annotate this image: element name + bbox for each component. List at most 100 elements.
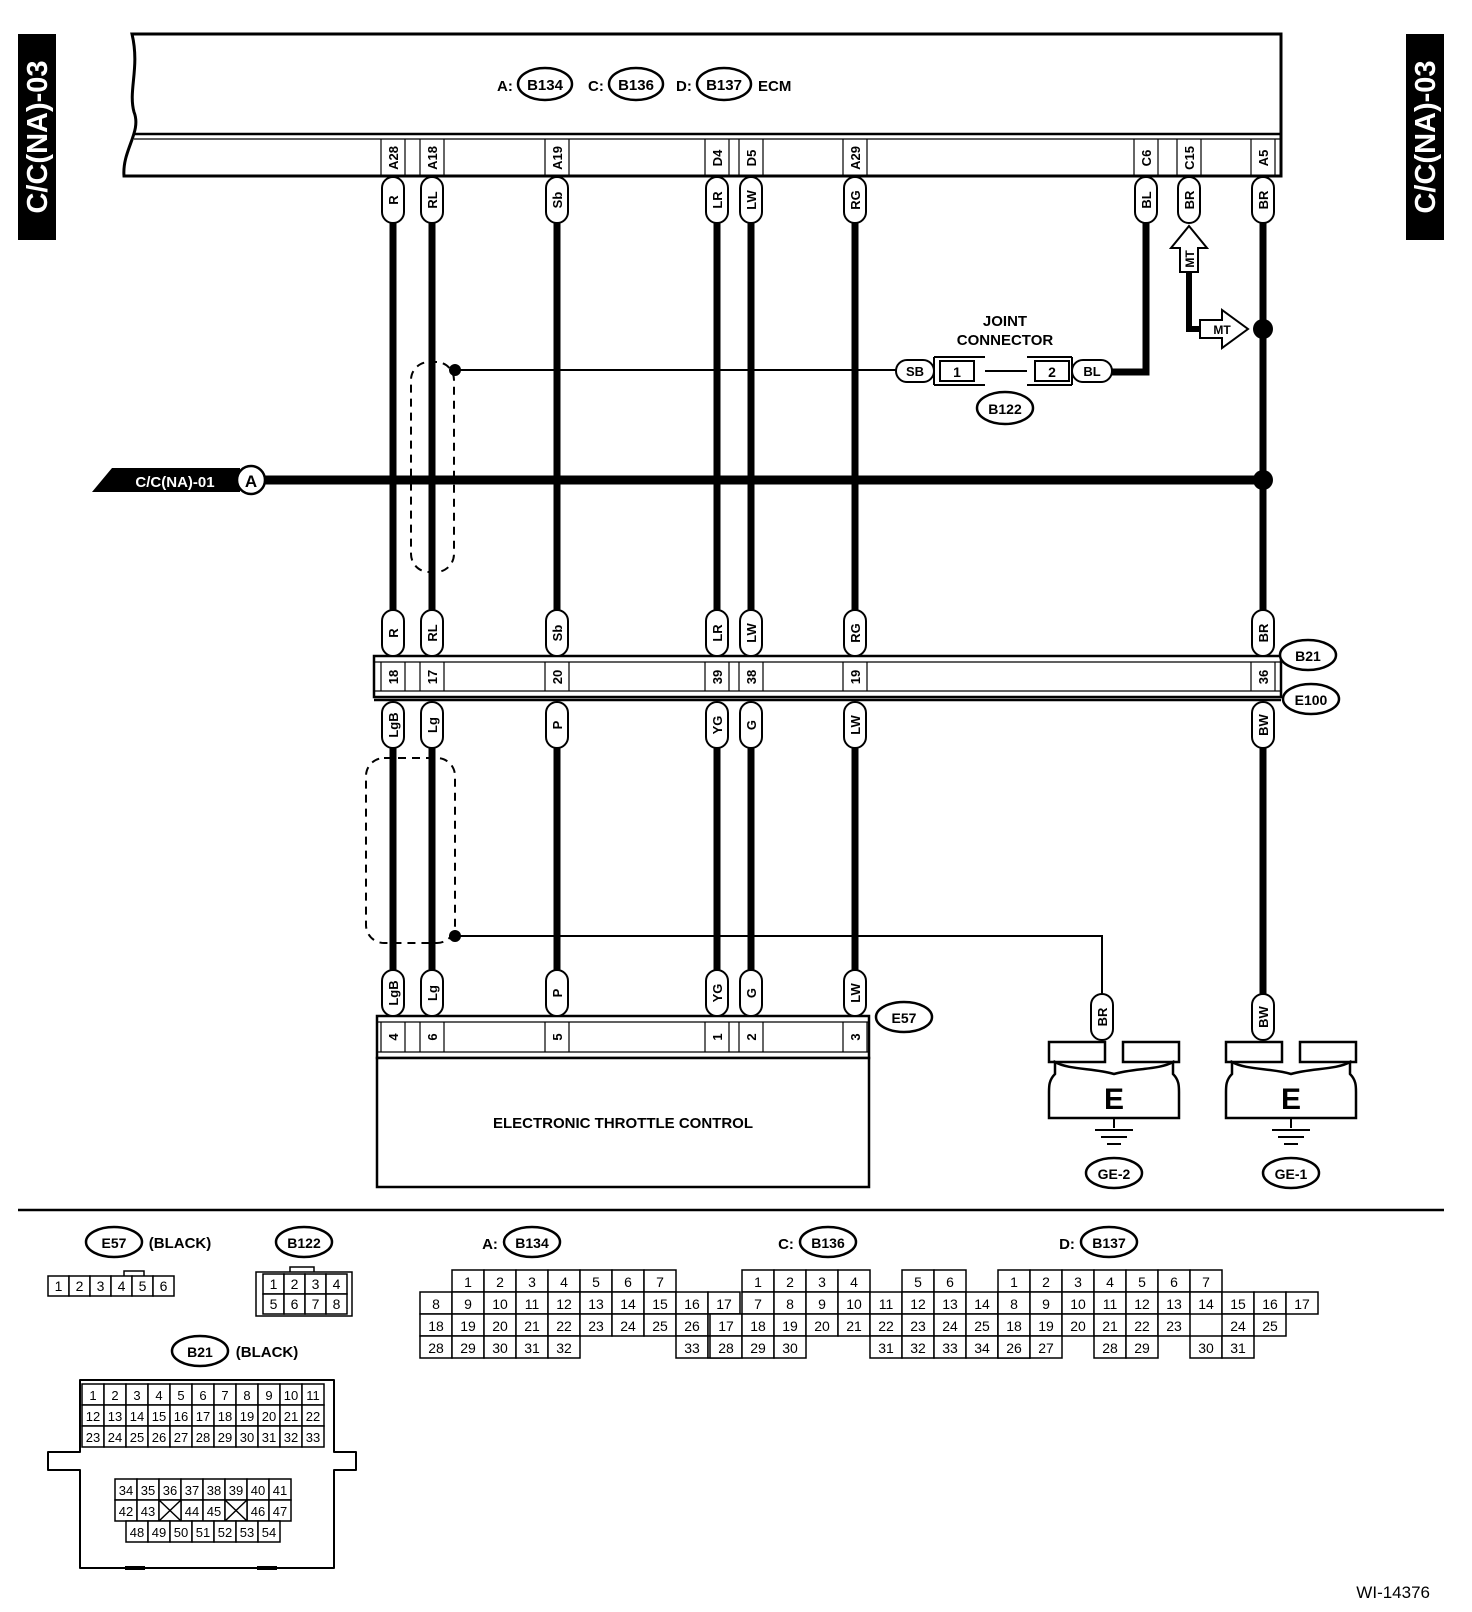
legend-b21-grid-upper-pin-33: 33 [306, 1430, 320, 1445]
legend-b136-row3-pin-30: 30 [782, 1340, 798, 1356]
ecm-wire-color-2: Sb [545, 176, 569, 224]
legend-b136-row0-pin-2: 2 [786, 1274, 794, 1290]
splice-mt [1253, 319, 1273, 339]
e100-wire-color-5-label: LW [848, 715, 863, 735]
legend-b21-grid-upper-pin-21: 21 [284, 1409, 298, 1424]
ecm-wire-color-7-label: BR [1182, 190, 1197, 209]
legend-b136-row2-pin-24: 24 [942, 1318, 958, 1334]
legend-b136-row3-pin-28: 28 [718, 1340, 734, 1356]
legend-b137-row1-pin-16: 16 [1262, 1296, 1278, 1312]
b21-wire-color-2: Sb [545, 609, 569, 657]
e100-wire-color-5: LW [843, 701, 867, 749]
e100-wire-color-0: LgB [381, 701, 405, 749]
ecm-box: A: B134 C: B136 D: B137 ECM [122, 32, 1283, 178]
offpage-marker-circle [235, 464, 267, 496]
legend-b134-row0-pin-6: 6 [624, 1274, 632, 1290]
b21-id: B21 [1295, 648, 1321, 664]
legend-b122-grid-pin-2: 2 [291, 1276, 299, 1292]
legend-b21-grid-upper-pin-11: 11 [306, 1388, 320, 1403]
legend-b137-prefix: D: [1059, 1236, 1075, 1253]
b21-wire-color-4-label: LW [744, 623, 759, 643]
e100-wire-color-2: P [545, 701, 569, 749]
ecm-wire-color-6: BL [1134, 176, 1158, 224]
b21-wire-color-0-label: R [386, 628, 401, 638]
legend-b21-grid-bottom-pin-52: 52 [218, 1525, 232, 1540]
legend-b21-grid-upper-pin-12: 12 [86, 1409, 100, 1424]
e100-wire-color-0-label: LgB [386, 712, 401, 737]
legend-b21-grid-upper-pin-32: 32 [284, 1430, 298, 1445]
b21-wire-color-0: R [381, 609, 405, 657]
legend-b21-grid-lower-pin-47: 47 [273, 1504, 287, 1519]
legend-b134-row2-pin-21: 21 [524, 1318, 540, 1334]
b21-wire-color-2-label: Sb [550, 625, 565, 642]
legend-b21-grid-lower-pin-39: 39 [229, 1483, 243, 1498]
legend-b134-row0-pin-3: 3 [528, 1274, 536, 1290]
figure-id: WI-14376 [1356, 1583, 1430, 1602]
e100-wire-color-4: G [739, 701, 763, 749]
legend-e57-id: E57 [102, 1235, 127, 1251]
e100-id-oval [1281, 682, 1341, 716]
legend-b137-row0-pin-7: 7 [1202, 1274, 1210, 1290]
legend-b122-grid-pin-6: 6 [291, 1296, 299, 1312]
legend-b134-row3-pin-28: 28 [428, 1340, 444, 1356]
legend-b21-grid-upper-pin-26: 26 [152, 1430, 166, 1445]
legend-b137-row0-pin-5: 5 [1138, 1274, 1146, 1290]
legend-b137-row2-pin-25: 25 [1262, 1318, 1278, 1334]
ecm-pin-a28: A28 [386, 146, 401, 170]
legend-b137-id-oval [1079, 1225, 1139, 1259]
joint-pin-1: 1 [953, 364, 961, 380]
ecm-connector-b134: B134 [527, 77, 564, 94]
legend-b21-grid-lower-pin-45: 45 [207, 1504, 221, 1519]
legend-b21-grid-upper-pin-14: 14 [130, 1409, 144, 1424]
legend-e57-grid-pin-5: 5 [139, 1278, 147, 1294]
legend-b134-row2-pin-26: 26 [684, 1318, 700, 1334]
e57-pin-6: 6 [425, 1033, 440, 1040]
mt-label-right: MT [1213, 323, 1231, 337]
shield-lower [365, 757, 456, 944]
legend-b134-row3-pin-30: 30 [492, 1340, 508, 1356]
legend-b136-id-oval [798, 1225, 858, 1259]
b21-wire-color-1-label: RL [425, 624, 440, 641]
legend-b21-grid-upper-pin-18: 18 [218, 1409, 232, 1424]
wires [263, 222, 1267, 996]
legend-b134-row2-pin-22: 22 [556, 1318, 572, 1334]
legend-b134-row2-pin-18: 18 [428, 1318, 444, 1334]
ecm-wire-color-8: BR [1251, 176, 1275, 224]
b21-pin-17: 17 [425, 670, 440, 684]
legend-b21-grid-upper-pin-27: 27 [174, 1430, 188, 1445]
legend-b21-grid-lower-pin-43: 43 [141, 1504, 155, 1519]
legend-b136-row2-pin-21: 21 [846, 1318, 862, 1334]
legend-b137-row1-pin-9: 9 [1042, 1296, 1050, 1312]
ecm-wire-color-1-label: RL [425, 191, 440, 208]
legend-b21-grid-upper-pin-31: 31 [262, 1430, 276, 1445]
legend-b21-id: B21 [187, 1344, 213, 1360]
ecm-wire-color-4: LW [739, 176, 763, 224]
legend-b21-grid-lower-pin-36: 36 [163, 1483, 177, 1498]
e100-wire-color-1-label: Lg [425, 717, 440, 733]
legend-b122-id-oval [274, 1225, 334, 1259]
legend-b136-row1-pin-11: 11 [879, 1296, 894, 1312]
legend-b134-row3-pin-32: 32 [556, 1340, 572, 1356]
mt-label-up: MT [1183, 250, 1197, 268]
ecm-pin-a5: A5 [1256, 150, 1271, 167]
legend-b21-grid-upper-pin-20: 20 [262, 1409, 276, 1424]
legend-b21-grid-upper-pin-23: 23 [86, 1430, 100, 1445]
legend-b134-row2-pin-20: 20 [492, 1318, 508, 1334]
splice-offpage [1253, 470, 1273, 490]
legend-b21-grid-bottom-pin-49: 49 [152, 1525, 166, 1540]
legend-b21-grid-upper-pin-15: 15 [152, 1409, 166, 1424]
e57-pin-2: 2 [744, 1033, 759, 1040]
inline-connector-b21-e100: B21 E100 [372, 638, 1341, 716]
legend-b137-row1-pin-15: 15 [1230, 1296, 1246, 1312]
e57-pin-4: 4 [386, 1033, 401, 1041]
ecm-pin-c15: C15 [1182, 146, 1197, 170]
legend-b21-grid-lower-pin-46: 46 [251, 1504, 265, 1519]
legend-b134-row1-pin-10: 10 [492, 1296, 508, 1312]
legend-b21-grid-upper-pin-30: 30 [240, 1430, 254, 1445]
mt-arrow-up: MT [1168, 224, 1210, 273]
